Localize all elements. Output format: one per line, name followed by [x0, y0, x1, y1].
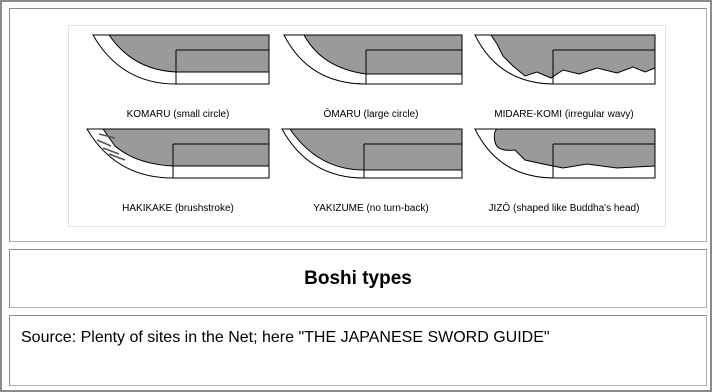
boshi-yakizume: YAKIZUME (no turn-back): [274, 126, 468, 222]
boshi-komaru: KOMARU (small circle): [81, 32, 275, 128]
source-text: Source: Plenty of sites in the Net; here…: [21, 329, 550, 346]
yakizume-blade-drawing: [281, 128, 463, 179]
figure-caption: Boshi types: [304, 268, 412, 289]
omaru-blade-drawing: [283, 34, 463, 85]
midare-komi-label: MIDARE-KOMI (irregular wavy): [494, 109, 634, 120]
caption-cell: Boshi types: [9, 249, 707, 308]
komaru-label: KOMARU (small circle): [126, 109, 230, 120]
omaru-label: ŌMARU (large circle): [323, 109, 419, 120]
boshi-midare-komi: MIDARE-KOMI (irregular wavy): [467, 32, 661, 128]
hakikake-blade-drawing: [86, 128, 270, 179]
midare-komi-blade-drawing: [474, 34, 656, 85]
yakizume-label: YAKIZUME (no turn-back): [313, 203, 429, 214]
boshi-omaru: ŌMARU (large circle): [274, 32, 468, 128]
image-cell: KOMARU (small circle) ŌMARU (large circl…: [9, 8, 707, 242]
boshi-jizo: JIZŌ (shaped like Buddha's head): [467, 126, 661, 222]
komaru-blade-drawing: [92, 34, 270, 85]
boshi-hakikake: HAKIKAKE (brushstroke): [81, 126, 275, 222]
hakikake-label: HAKIKAKE (brushstroke): [122, 203, 234, 214]
boshi-types-figure: KOMARU (small circle) ŌMARU (large circl…: [68, 25, 666, 227]
jizo-label: JIZŌ (shaped like Buddha's head): [488, 203, 640, 214]
source-cell: Source: Plenty of sites in the Net; here…: [9, 315, 707, 386]
jizo-blade-drawing: [474, 128, 656, 179]
